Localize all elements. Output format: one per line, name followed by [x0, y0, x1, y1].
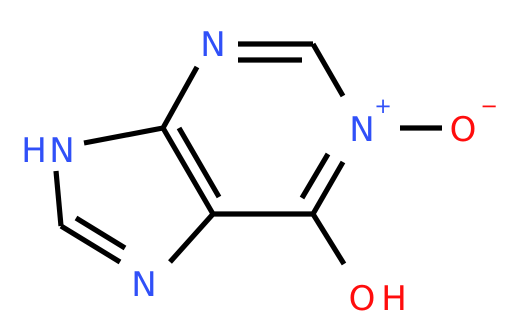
bond-c4-c5-inner	[176, 126, 222, 199]
atom-oxide-oxygen: O	[450, 110, 477, 150]
negative-charge: −	[480, 94, 498, 118]
atom-n7: N	[131, 265, 156, 305]
bond-c4-n9	[83, 125, 164, 146]
atom-n3: N	[200, 25, 225, 65]
atom-hydroxyl-hydrogen: H	[381, 279, 407, 319]
atom-n9: N	[49, 131, 74, 171]
bond-c8-n7	[59, 223, 122, 265]
bond-c6-o	[310, 212, 347, 266]
atom-labels: N H N N + O − N O H	[21, 25, 498, 319]
bonds	[53, 41, 442, 266]
atom-hydroxyl-oxygen: O	[349, 279, 376, 319]
atom-n1-oxide: N	[349, 110, 374, 150]
bond-c6-n1-inner	[299, 152, 331, 200]
bond-n1-c2	[310, 42, 346, 98]
bond-n3-c4	[160, 65, 200, 130]
bond-c8-n7-inner	[74, 215, 127, 251]
atom-n9-hydrogen: H	[21, 131, 47, 171]
positive-charge: +	[374, 94, 392, 118]
bond-c6-n1	[310, 160, 346, 216]
bond-c4-c5	[160, 126, 216, 216]
bond-n9-c8	[53, 170, 64, 227]
bond-n7-c5	[168, 212, 215, 264]
